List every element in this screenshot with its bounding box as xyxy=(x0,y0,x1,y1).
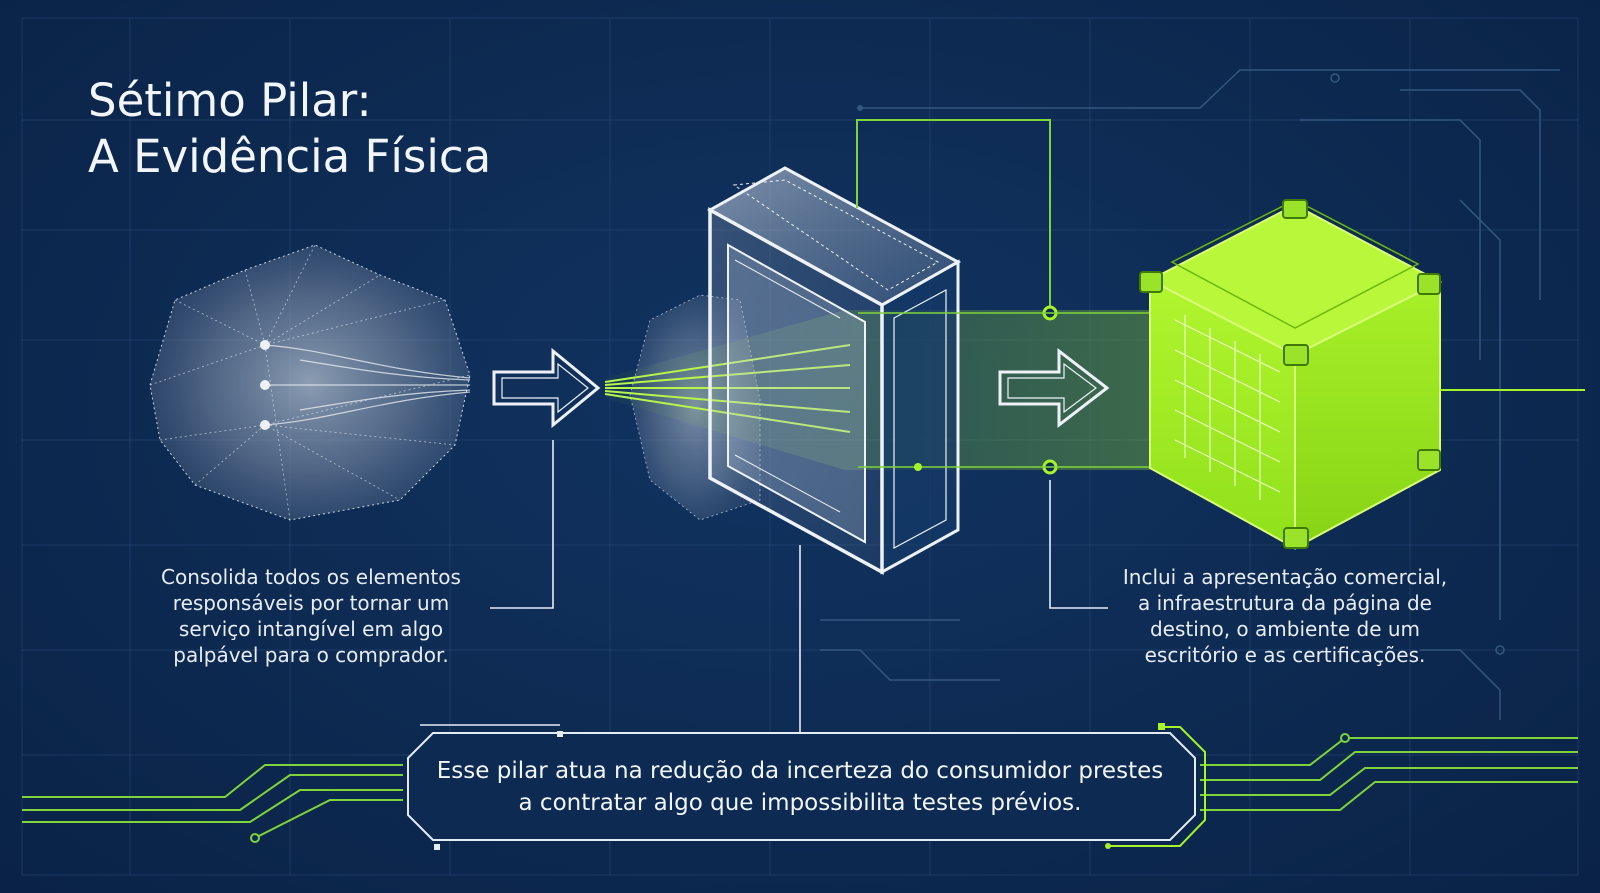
cloud-mesh-icon xyxy=(149,244,471,521)
glass-frame-icon xyxy=(706,166,962,575)
left-caption-line: serviço intangível em algo xyxy=(179,617,443,641)
left-caption-line: responsáveis por tornar um xyxy=(173,591,449,615)
title-line-2: A Evidência Física xyxy=(88,130,491,183)
bottom-circuit-traces xyxy=(22,733,1578,843)
left-caption-line: Consolida todos os elementos xyxy=(161,565,461,589)
bottom-note-line: a contratar algo que impossibilita teste… xyxy=(519,790,1082,816)
cube-lattice xyxy=(1174,315,1281,500)
title-line-1: Sétimo Pilar: xyxy=(88,74,372,127)
beam-circuit-traces xyxy=(856,119,1150,475)
solid-cube-icon xyxy=(1139,199,1585,550)
circuit-traces-dim xyxy=(820,69,1560,720)
right-caption-connector xyxy=(1049,480,1108,609)
left-caption-connector xyxy=(490,440,554,609)
right-caption-line: a infraestrutura da página de xyxy=(1138,591,1432,615)
right-caption-line: destino, o ambiente de um xyxy=(1150,617,1420,641)
right-caption-line: escritório e as certificações. xyxy=(1145,643,1426,667)
right-caption: Inclui a apresentação comercial, a infra… xyxy=(1123,565,1447,667)
cube-corner-joints xyxy=(1139,199,1441,549)
right-caption-line: Inclui a apresentação comercial, xyxy=(1123,565,1447,589)
arrow-right-flow-icon xyxy=(998,347,1110,429)
left-caption: Consolida todos os elementos responsávei… xyxy=(161,565,461,667)
left-caption-line: palpável para o comprador. xyxy=(173,643,448,667)
bottom-note-box: Esse pilar atua na redução da incerteza … xyxy=(407,723,1206,850)
bottom-note-line: Esse pilar atua na redução da incerteza … xyxy=(437,758,1163,784)
arrow-right-icon xyxy=(492,347,601,429)
